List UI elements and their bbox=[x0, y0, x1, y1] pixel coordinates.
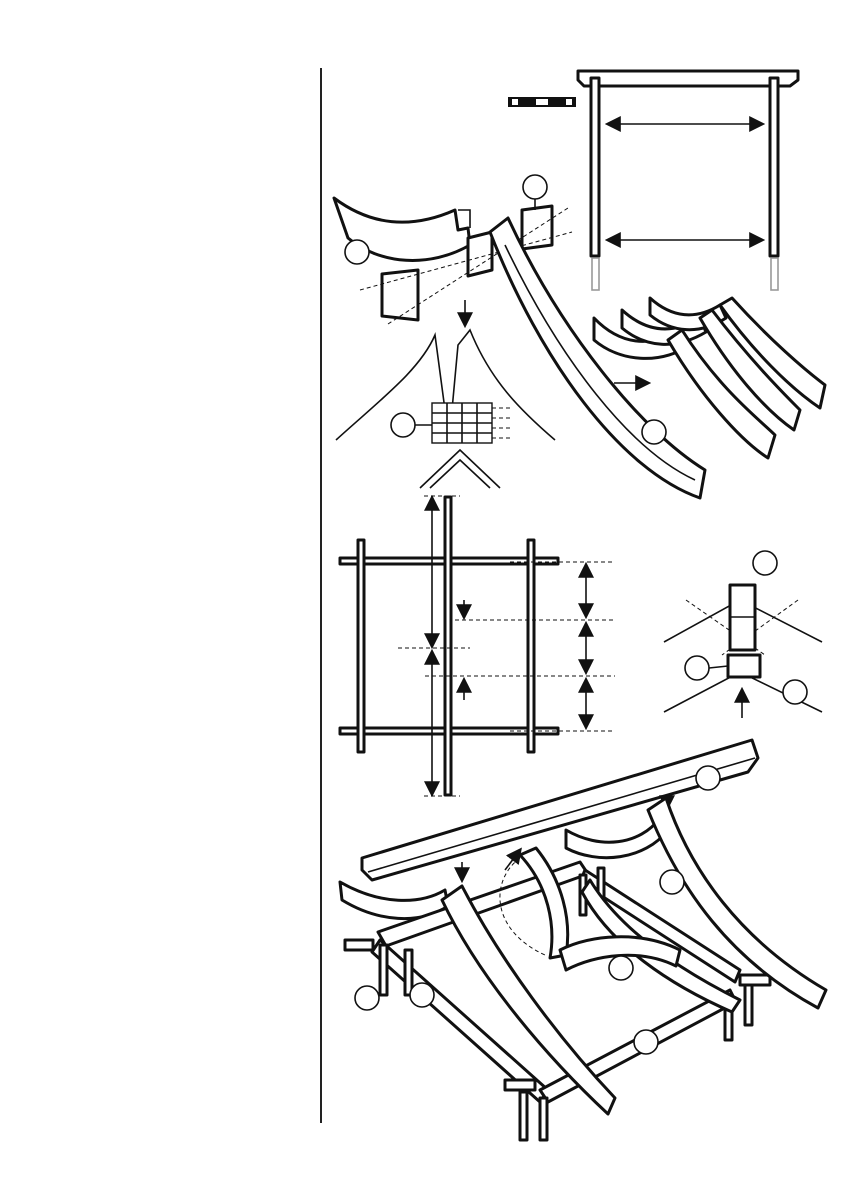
roof-assembly-panel bbox=[340, 740, 826, 1140]
part-callout-circle bbox=[391, 413, 415, 437]
joint-block bbox=[468, 232, 492, 276]
peak-notch-detail-panel bbox=[336, 330, 555, 488]
part-callout-circle bbox=[523, 175, 547, 199]
part-callout-circle bbox=[696, 766, 720, 790]
peak-joint-detail-panel bbox=[664, 551, 822, 718]
part-callout-circle bbox=[783, 680, 807, 704]
swinging-rafter bbox=[520, 848, 568, 958]
side-plate-left bbox=[382, 270, 418, 320]
left-post-ground bbox=[592, 258, 599, 290]
rafter-spacing-plan-panel bbox=[340, 496, 615, 796]
part-callout-circle bbox=[410, 983, 434, 1007]
pergola-frame-panel bbox=[508, 71, 798, 290]
part-callout-circle bbox=[660, 870, 684, 894]
part-callout-circle bbox=[609, 956, 633, 980]
part-callout-circle bbox=[753, 551, 777, 575]
part-callout-circle bbox=[634, 1030, 658, 1054]
spirit-level-icon bbox=[508, 97, 576, 107]
plan-rafter-right bbox=[528, 540, 534, 752]
part-callout-circle bbox=[642, 420, 666, 444]
peak-connector-block bbox=[728, 655, 760, 677]
part-callout-circle bbox=[345, 240, 369, 264]
part-callout-circle bbox=[355, 986, 379, 1010]
plan-ridge bbox=[445, 497, 451, 795]
part-callout-circle bbox=[685, 656, 709, 680]
right-post-ground bbox=[771, 258, 778, 290]
hardware-grid bbox=[432, 403, 510, 443]
ridge-beam bbox=[362, 740, 758, 880]
left-post bbox=[591, 78, 599, 256]
right-post bbox=[770, 78, 778, 256]
top-beam bbox=[578, 71, 798, 86]
plan-rafter-left bbox=[358, 540, 364, 752]
